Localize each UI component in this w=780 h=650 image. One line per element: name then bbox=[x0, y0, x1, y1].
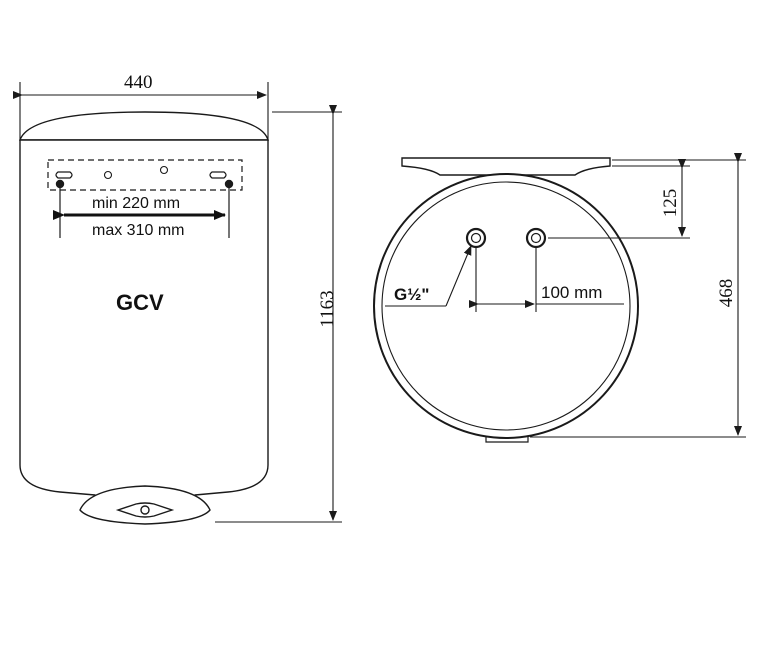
pipe-spacing-dimension bbox=[469, 248, 624, 312]
front-height-label: 1163 bbox=[317, 290, 338, 328]
front-height-dimension bbox=[215, 105, 342, 523]
front-bracket-slot-right bbox=[209, 171, 227, 179]
front-width-label: 440 bbox=[124, 72, 153, 93]
pipe-right-outer bbox=[525, 227, 547, 249]
front-bracket-slot-left bbox=[55, 171, 73, 179]
front-bracket-hole-2 bbox=[159, 165, 169, 175]
bracket-offset-dimension bbox=[548, 159, 690, 239]
pipe-thread-label: G½" bbox=[394, 285, 430, 304]
pipe-spacing-label: 100 mm bbox=[541, 283, 603, 302]
front-top-cap bbox=[19, 111, 269, 141]
front-view bbox=[19, 111, 269, 525]
depth-dimension bbox=[530, 153, 746, 438]
bottom-wall-bracket bbox=[401, 157, 611, 176]
bottom-lug bbox=[485, 436, 529, 443]
front-bracket bbox=[47, 159, 243, 191]
front-body-outline bbox=[19, 139, 269, 501]
thread-leader bbox=[385, 245, 472, 307]
bottom-tank-inner bbox=[381, 181, 631, 431]
pipe-left-inner bbox=[470, 232, 482, 244]
pipe-left-outer bbox=[465, 227, 487, 249]
bracket-max-label: max 310 mm bbox=[92, 222, 185, 239]
front-bracket-hole-1 bbox=[103, 170, 113, 180]
front-width-dimension bbox=[13, 82, 269, 140]
model-label: GCV bbox=[116, 290, 164, 315]
bracket-offset-label: 125 bbox=[660, 188, 681, 218]
bracket-min-label: min 220 mm bbox=[92, 195, 181, 212]
front-knob-center bbox=[140, 505, 150, 515]
depth-label: 468 bbox=[716, 278, 737, 308]
pipe-right-inner bbox=[530, 232, 542, 244]
